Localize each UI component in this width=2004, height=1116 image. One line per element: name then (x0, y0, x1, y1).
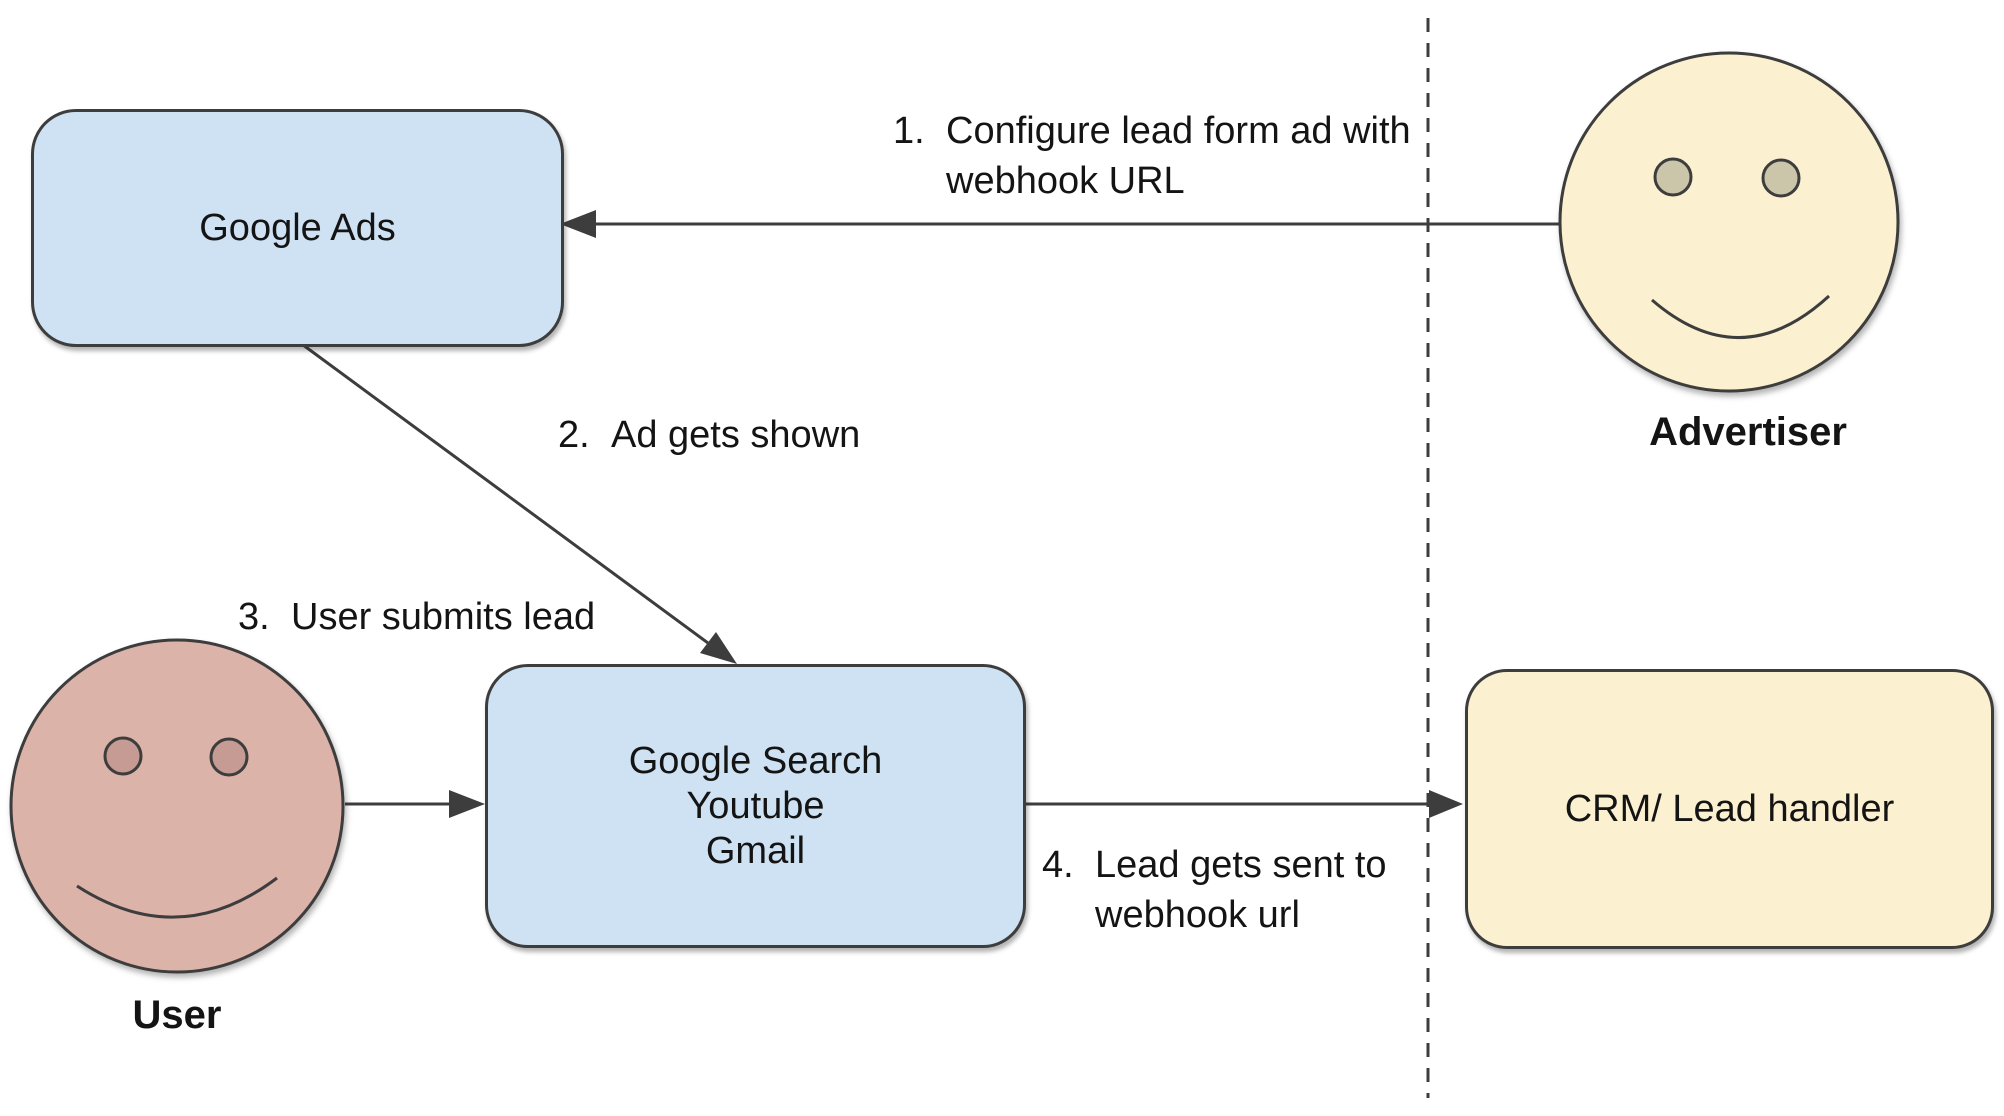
arrow-1-configure-lead-form (560, 210, 1559, 238)
step-3-label: 3. User submits lead (238, 592, 595, 642)
step-4-text: Lead gets sent to webhook url (1095, 844, 1387, 936)
step-3-number: 3. (238, 596, 270, 638)
user-left-eye-icon (103, 736, 143, 776)
node-google-ads-label: Google Ads (199, 206, 396, 249)
step-3-text: User submits lead (291, 596, 596, 638)
step-2-label: 2. Ad gets shown (558, 410, 860, 460)
arrowhead-down-right-icon (700, 632, 737, 664)
user-smile-icon (76, 876, 278, 919)
step-2-number: 2. (558, 414, 590, 456)
arrowhead-right-icon (449, 790, 485, 818)
node-crm-lead-handler: CRM/ Lead handler (1465, 669, 1994, 949)
arrow-2-ad-gets-shown (298, 340, 737, 664)
advertiser-left-eye-icon (1653, 157, 1693, 197)
step-1-label: 1. Configure lead form ad with webhook U… (893, 106, 1411, 206)
node-google-surfaces: Google Search Youtube Gmail (485, 664, 1026, 948)
user-face-icon (9, 638, 345, 974)
advertiser-smile-icon (1651, 294, 1831, 339)
advertiser-face-icon (1558, 51, 1900, 393)
arrow-4-lead-sent-to-webhook (1020, 790, 1463, 818)
advertiser-right-eye-icon (1761, 158, 1801, 198)
step-1-number: 1. (893, 110, 925, 152)
arrow-3-user-submits-lead (345, 790, 485, 818)
arrowhead-right-icon (1429, 790, 1463, 818)
advertiser-label: Advertiser (1649, 410, 1847, 454)
step-4-number: 4. (1042, 844, 1074, 886)
node-google-surfaces-label: Google Search Youtube Gmail (628, 739, 883, 872)
step-4-label: 4. Lead gets sent to webhook url (1042, 840, 1387, 940)
step-1-text: Configure lead form ad with webhook URL (946, 110, 1411, 202)
user-label: User (132, 993, 222, 1037)
step-2-text: Ad gets shown (611, 414, 861, 456)
node-google-ads: Google Ads (31, 109, 564, 347)
node-crm-label: CRM/ Lead handler (1564, 787, 1895, 830)
user-right-eye-icon (209, 737, 249, 777)
arrowhead-left-icon (560, 210, 596, 238)
